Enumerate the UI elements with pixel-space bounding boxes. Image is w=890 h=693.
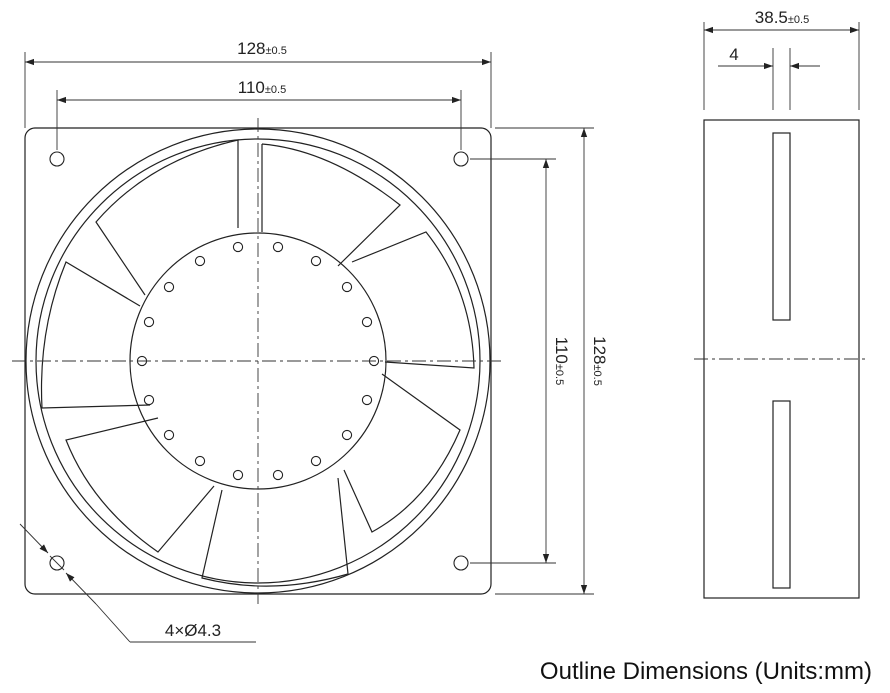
mounting-hole-top-right: [453, 151, 469, 167]
side-view: [694, 119, 866, 599]
fan-blade: [201, 477, 349, 587]
hub-vent-hole: [341, 281, 353, 293]
svg-text:110±0.5: 110±0.5: [552, 337, 571, 385]
dim-rib-value: 4: [729, 45, 738, 64]
dim-depth: 38.5±0.5: [703, 8, 860, 110]
svg-text:110±0.5: 110±0.5: [238, 78, 286, 97]
hub-vent-hole: [310, 455, 322, 467]
svg-text:38.5±0.5: 38.5±0.5: [755, 8, 809, 27]
hub-vent-hole: [361, 316, 373, 328]
fan-blades: [40, 139, 475, 587]
hub-vent-hole: [272, 469, 284, 481]
fan-blade: [261, 143, 401, 267]
svg-text:128±0.5: 128±0.5: [590, 336, 609, 386]
drawing-caption: Outline Dimensions (Units:mm): [540, 658, 872, 685]
side-rib-slot-top: [772, 132, 791, 321]
dim-top-inner-value: 110: [238, 78, 265, 97]
fan-blade: [343, 373, 461, 533]
dim-right-inner: 110±0.5: [470, 158, 571, 564]
dim-top-inner: 110±0.5: [56, 78, 462, 150]
hub-vent-hole: [361, 394, 373, 406]
hub-vent-hole: [143, 316, 155, 328]
dim-mounting-holes-label: 4×Ø4.3: [165, 621, 221, 640]
mounting-hole-top-left: [49, 151, 65, 167]
hub-vent-hole: [341, 429, 353, 441]
dim-depth-value: 38.5: [755, 8, 788, 27]
dim-top-outer: 128±0.5: [24, 39, 492, 128]
dim-right-outer-tol: ±0.5: [591, 365, 603, 386]
hub-vent-hole: [163, 281, 175, 293]
hub-vent-hole: [310, 255, 322, 267]
mounting-hole-bottom-right: [453, 555, 469, 571]
dim-right-outer: 128±0.5: [495, 127, 609, 595]
dim-top-inner-tol: ±0.5: [265, 84, 286, 96]
hub-vent-hole: [194, 455, 206, 467]
dim-rib: 4: [718, 45, 820, 110]
hub-vent-hole: [143, 394, 155, 406]
hub-vent-hole: [232, 469, 244, 481]
dim-mounting-holes: 4×Ø4.3: [19, 523, 256, 643]
front-view: [12, 118, 505, 604]
dim-right-inner-value: 110: [552, 337, 571, 364]
hub-vent-hole: [163, 429, 175, 441]
dim-depth-tol: ±0.5: [788, 14, 809, 26]
dim-top-outer-tol: ±0.5: [266, 45, 287, 57]
fan-blade: [95, 139, 239, 296]
fan-blade: [65, 417, 215, 553]
fan-blade: [40, 261, 151, 409]
svg-text:128±0.5: 128±0.5: [237, 39, 287, 58]
hub-vent-hole: [272, 241, 284, 253]
hub-vent-hole: [232, 241, 244, 253]
dim-top-outer-value: 128: [237, 39, 265, 58]
hub-vent-hole: [194, 255, 206, 267]
dim-right-outer-value: 128: [590, 336, 609, 364]
fan-blade: [351, 231, 475, 369]
dim-right-inner-tol: ±0.5: [553, 364, 565, 385]
side-rib-slot-bottom: [772, 400, 791, 589]
